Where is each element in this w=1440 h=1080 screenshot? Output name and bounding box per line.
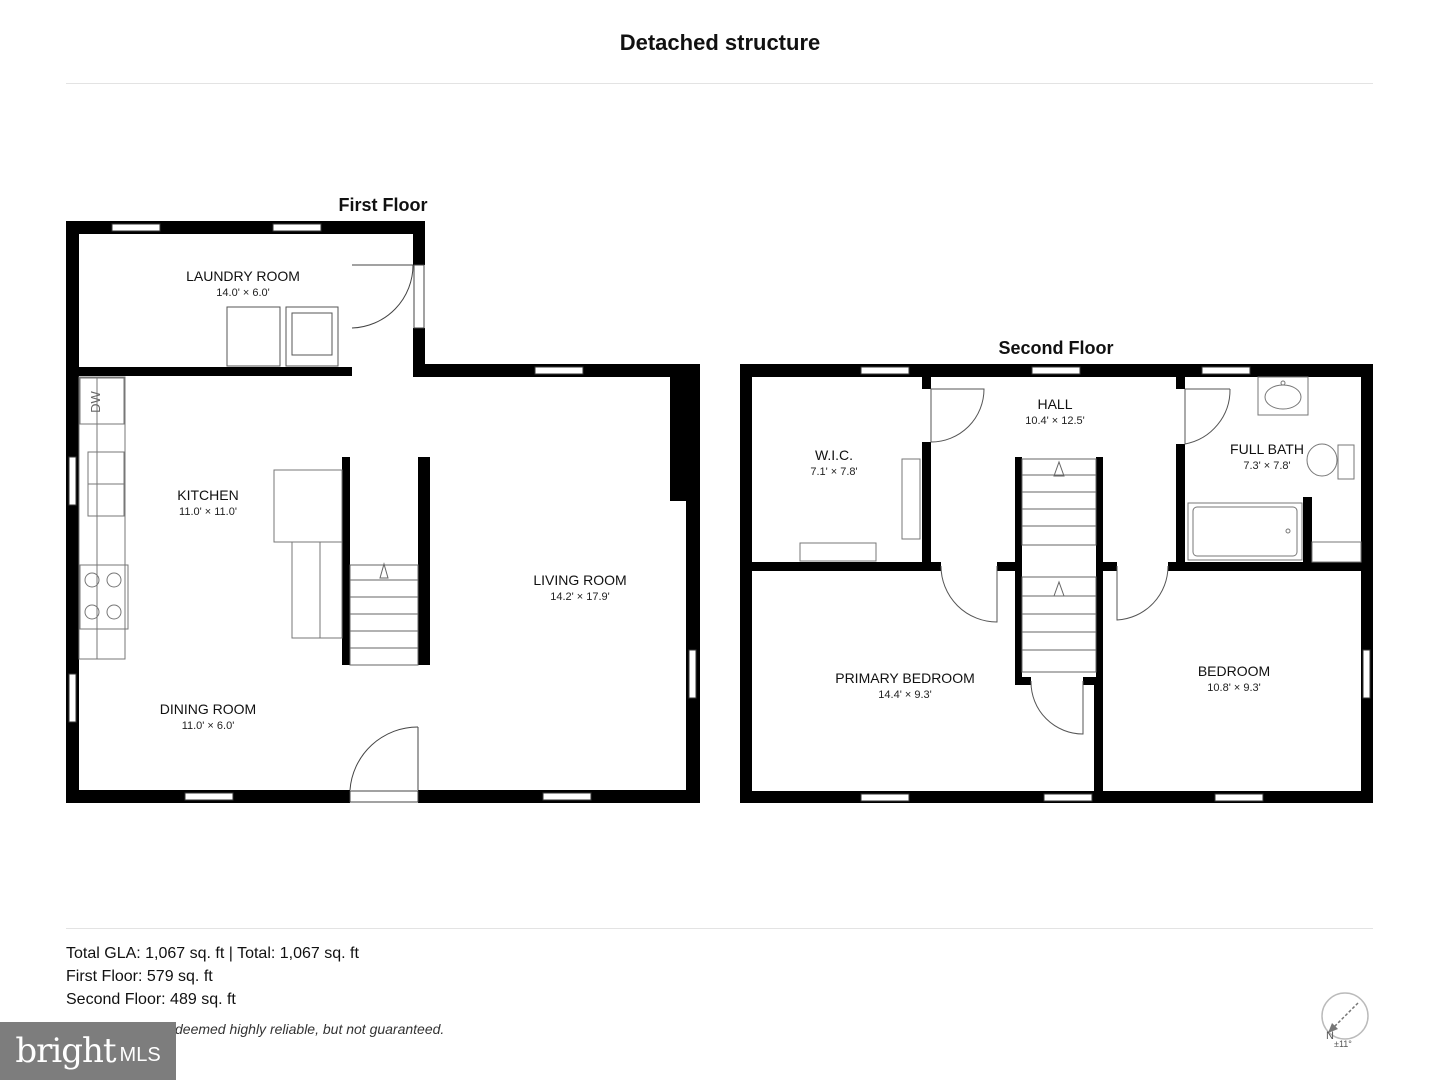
second-floor-area: Second Floor: 489 sq. ft	[66, 991, 236, 1008]
dishwasher-label: DW	[88, 390, 103, 412]
room-dims-bedroom: 10.8' × 9.3'	[1207, 682, 1260, 694]
compass-north-label: N	[1326, 1030, 1334, 1042]
room-dims-dining: 11.0' × 6.0'	[182, 720, 235, 732]
kitchen-fixtures	[78, 376, 343, 660]
compass-tolerance: ±11°	[1334, 1039, 1352, 1049]
first-floor-doors	[349, 264, 425, 803]
north-compass-icon: N	[1321, 992, 1369, 1042]
second-floor-walls	[740, 364, 1373, 803]
second-floor-doors	[930, 388, 1231, 735]
second-floor-fixtures	[799, 376, 1362, 563]
room-dims-primary-bedroom: 14.4' × 9.3'	[878, 689, 931, 701]
stair-arrow-icon	[1053, 460, 1065, 477]
logo-suffix: MLS	[119, 1043, 161, 1066]
second-floor-stairs	[1021, 458, 1097, 673]
room-dims-kitchen: 11.0' × 11.0'	[179, 506, 237, 518]
first-floor-title: First Floor	[339, 195, 428, 215]
logo-word: bright	[15, 1031, 116, 1071]
total-area: Total GLA: 1,067 sq. ft | Total: 1,067 s…	[66, 945, 359, 962]
stove-icon	[79, 564, 129, 630]
laundry-appliances	[226, 306, 339, 367]
bath-sink-icon	[1257, 376, 1309, 416]
area-summary: Total GLA: 1,067 sq. ft | Total: 1,067 s…	[66, 942, 359, 1011]
room-name-primary-bedroom: PRIMARY BEDROOM	[835, 670, 975, 686]
room-name-full-bath: FULL BATH	[1230, 441, 1304, 457]
first-floor-area: First Floor: 579 sq. ft	[66, 968, 213, 985]
bright-mls-logo: bright MLS	[0, 1022, 176, 1080]
room-name-dining: DINING ROOM	[160, 701, 256, 717]
room-dims-living: 14.2' × 17.9'	[550, 591, 610, 603]
bathtub-icon	[1187, 502, 1303, 561]
page-title: Detached structure	[619, 30, 821, 55]
first-floor-windows	[68, 223, 697, 801]
second-floor-room-labels: W.I.C. 7.1' × 7.8' HALL 10.4' × 12.5' FU…	[810, 396, 1304, 701]
room-name-living: LIVING ROOM	[533, 572, 626, 588]
room-name-wic: W.I.C.	[815, 447, 853, 463]
disclaimer-text: deemed highly reliable, but not guarante…	[175, 1021, 445, 1037]
first-floor-stairs	[349, 562, 419, 666]
stair-arrow-icon	[1053, 580, 1065, 597]
wic-bench-icon	[799, 542, 877, 562]
second-floor-windows	[860, 366, 1371, 802]
stair-arrow-icon	[379, 562, 389, 579]
first-floor-plan: First Floor	[66, 195, 700, 803]
room-name-kitchen: KITCHEN	[177, 487, 238, 503]
footer-divider	[66, 928, 1373, 929]
island-icon	[273, 469, 343, 543]
room-dims-full-bath: 7.3' × 7.8'	[1243, 460, 1290, 472]
room-name-laundry: LAUNDRY ROOM	[186, 268, 300, 284]
second-floor-title: Second Floor	[998, 338, 1113, 358]
first-floor-room-labels: LAUNDRY ROOM 14.0' × 6.0' KITCHEN 11.0' …	[160, 268, 627, 732]
wic-shelf-icon	[901, 458, 921, 540]
second-floor-plan: Second Floor	[740, 338, 1373, 803]
room-name-hall: HALL	[1037, 396, 1072, 412]
toilet-icon	[1306, 443, 1338, 477]
room-dims-wic: 7.1' × 7.8'	[810, 466, 857, 478]
room-dims-laundry: 14.0' × 6.0'	[216, 287, 269, 299]
dishwasher-icon	[79, 377, 125, 425]
room-dims-hall: 10.4' × 12.5'	[1025, 415, 1085, 427]
header-divider	[66, 83, 1373, 84]
room-name-bedroom: BEDROOM	[1198, 663, 1270, 679]
washer-icon	[226, 306, 281, 367]
